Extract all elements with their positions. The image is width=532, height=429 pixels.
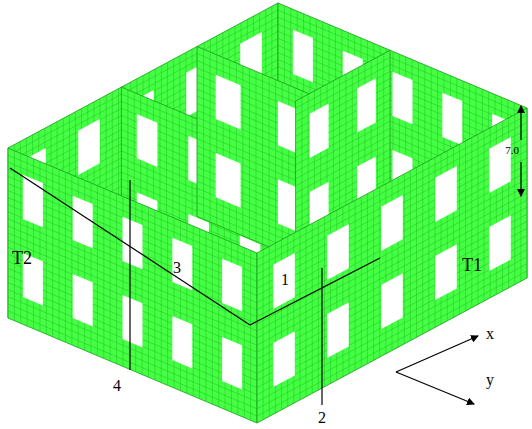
mesh-line	[257, 250, 527, 395]
window-opening	[273, 253, 295, 309]
section-line	[321, 268, 322, 405]
window-opening	[327, 302, 349, 358]
axis-arrow	[396, 336, 478, 372]
callout-label: 7.0	[505, 145, 519, 156]
window-opening	[73, 196, 93, 249]
mesh-line	[257, 193, 527, 338]
window-opening	[137, 114, 158, 167]
mesh-line	[8, 191, 257, 296]
mesh-line	[8, 198, 257, 303]
window-opening	[435, 166, 457, 222]
callout-label: 1	[281, 272, 289, 288]
mesh-line	[8, 261, 257, 366]
window-opening	[172, 316, 192, 369]
mesh-line	[257, 151, 527, 296]
callout-label: T1	[462, 256, 482, 274]
mesh-line	[257, 122, 527, 267]
section-line	[250, 258, 380, 325]
mesh-line	[257, 115, 527, 260]
window-opening	[442, 93, 462, 146]
window-opening	[357, 78, 376, 132]
mesh-line	[257, 271, 527, 416]
callout-label: T2	[12, 249, 32, 267]
dimension-arrow	[520, 162, 521, 196]
window-opening	[489, 215, 511, 271]
window-opening	[78, 119, 100, 175]
mesh-line	[8, 176, 257, 281]
mesh-line	[8, 254, 257, 359]
section-line	[129, 180, 130, 370]
window-opening	[327, 224, 349, 280]
mesh-line	[8, 276, 257, 381]
callout-label: 2	[318, 410, 326, 426]
mesh-line	[257, 136, 527, 281]
window-opening	[216, 153, 241, 208]
mesh-line	[8, 205, 257, 310]
mesh-line	[257, 186, 527, 331]
window-opening	[73, 274, 93, 327]
window-opening	[222, 337, 242, 390]
mesh-line	[8, 283, 257, 388]
section-lines	[10, 106, 521, 405]
mesh-line	[257, 236, 527, 381]
mesh-line	[257, 264, 527, 409]
callout-label: y	[486, 372, 494, 388]
window-opening	[293, 30, 313, 83]
wall-mesh	[8, 3, 527, 423]
mesh-line	[257, 143, 527, 288]
mesh-line	[8, 268, 257, 373]
window-opening	[393, 72, 413, 125]
window-opening	[273, 331, 295, 387]
wall-face	[8, 148, 257, 423]
window-opening	[172, 238, 192, 291]
window-opening	[435, 244, 457, 300]
window-opening	[310, 104, 329, 158]
wall-face	[257, 108, 527, 423]
axis-arrow	[396, 372, 474, 404]
callout-label: 3	[173, 260, 181, 276]
window-opening	[216, 75, 241, 130]
mesh-line	[8, 169, 257, 274]
callout-label: 4	[113, 378, 121, 394]
window-opening	[222, 259, 242, 312]
mesh-line	[257, 257, 527, 402]
dimension-arrow	[520, 106, 521, 140]
callout-label: x	[486, 326, 494, 342]
mesh-line	[257, 129, 527, 274]
window-opening	[381, 195, 403, 251]
mesh-line	[257, 243, 527, 388]
window-opening	[381, 273, 403, 329]
window-opening	[123, 295, 143, 348]
mesh-line	[8, 183, 257, 288]
